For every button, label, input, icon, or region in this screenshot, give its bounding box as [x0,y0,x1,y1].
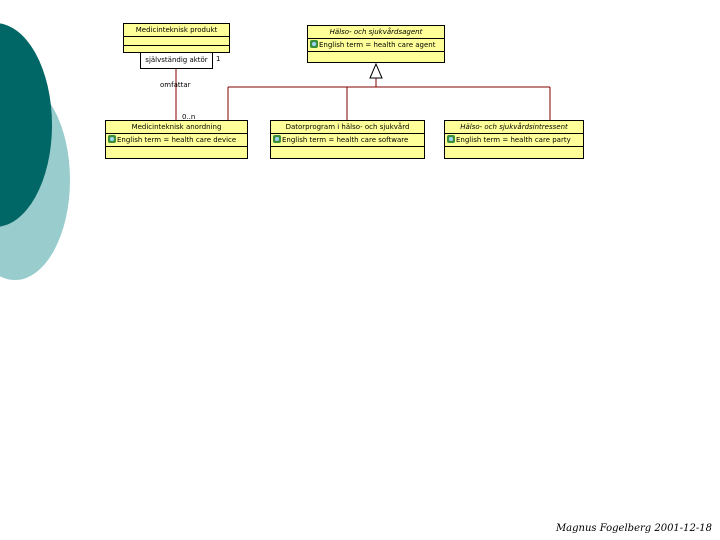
operation-compartment [106,147,247,155]
class-datorprogram[interactable]: Datorprogram i hälso- och sjukvård Engli… [270,120,425,159]
class-name: Datorprogram i hälso- och sjukvård [271,121,424,134]
attribute-compartment: English term = health care device [106,134,247,147]
multiplicity-top: 1 [216,55,221,63]
qualifier-box[interactable]: självständig aktör [140,52,213,69]
operation-compartment [308,52,444,60]
multiplicity-bottom: 0..n [182,113,196,121]
class-medicinteknisk-anordning[interactable]: Medicinteknisk anordning English term = … [105,120,248,159]
operation-compartment [445,147,583,155]
attribute-icon [273,135,281,143]
class-name: Medicinteknisk produkt [124,24,229,37]
attribute-compartment: English term = health care agent [308,39,444,52]
decor-dark-circle [0,23,52,227]
attribute-text: English term = health care device [117,136,237,144]
class-halso-intressent[interactable]: Hälso- och sjukvårdsintressent English t… [444,120,584,159]
class-name: Hälso- och sjukvårdsagent [308,26,444,39]
attribute-compartment [124,37,229,46]
attribute-compartment: English term = health care software [271,134,424,147]
class-halso-agent[interactable]: Hälso- och sjukvårdsagent English term =… [307,25,445,63]
footer-author-date: Magnus Fogelberg 2001-12-18 [555,523,712,534]
attribute-icon [310,40,318,48]
attribute-icon [447,135,455,143]
class-name: Medicinteknisk anordning [106,121,247,134]
operation-compartment [271,147,424,155]
attribute-compartment: English term = health care party [445,134,583,147]
association-role-label: omfattar [160,81,191,89]
attribute-icon [108,135,116,143]
attribute-text: English term = health care software [282,136,409,144]
class-medicinteknisk-produkt[interactable]: Medicinteknisk produkt [123,23,230,53]
class-name: Hälso- och sjukvårdsintressent [445,121,583,134]
generalization-arrowhead [369,62,383,79]
attribute-text: English term = health care party [456,136,571,144]
attribute-text: English term = health care agent [319,41,436,49]
